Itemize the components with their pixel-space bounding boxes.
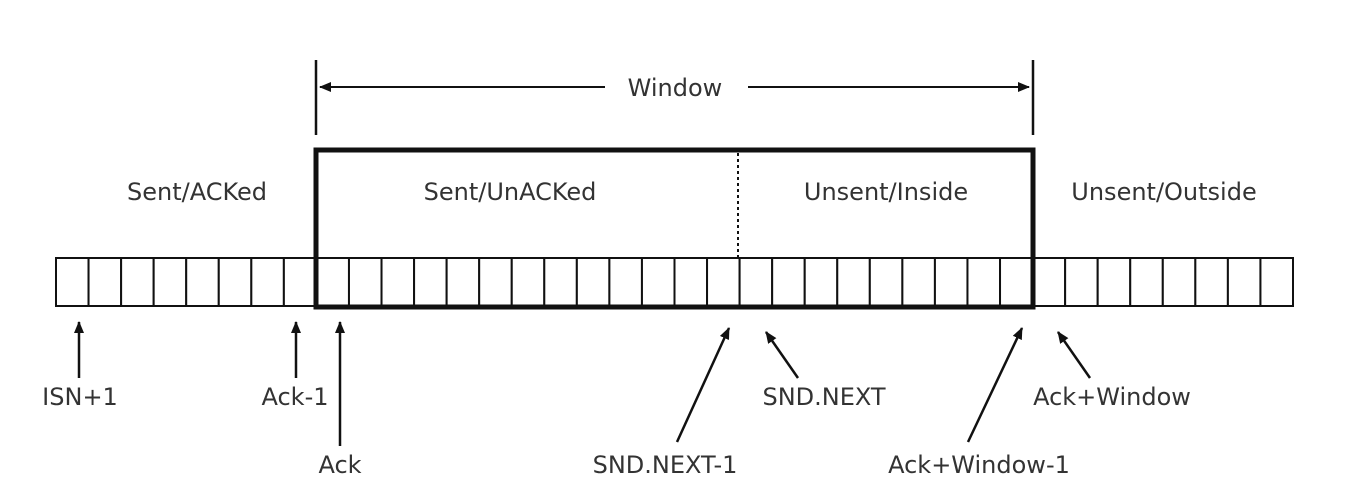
sequence-cell	[1129, 257, 1164, 307]
ack-window-minus-1-label: Ack+Window-1	[888, 451, 1070, 479]
window-label: Window	[628, 74, 723, 102]
snd-next-arrow	[764, 331, 800, 379]
sequence-cell	[510, 257, 546, 307]
sequence-cell	[1161, 257, 1197, 307]
sequence-cell	[1064, 257, 1099, 307]
sequence-cell	[706, 257, 741, 307]
sequence-cell	[868, 257, 904, 307]
sequence-cell	[250, 257, 285, 307]
sequence-cell	[966, 257, 1002, 307]
sequence-cell	[738, 257, 774, 307]
ack-minus-1-label: Ack-1	[261, 383, 328, 411]
sequence-cell	[999, 257, 1034, 307]
pointer-arrows	[74, 321, 1092, 446]
sequence-cell	[1259, 257, 1294, 307]
region-sent-acked: Sent/ACKed	[127, 178, 267, 206]
sequence-cell	[478, 257, 513, 307]
sequence-cell	[803, 257, 839, 307]
sequence-cell	[1194, 257, 1229, 307]
sequence-cell	[152, 257, 188, 307]
sequence-cell	[1226, 257, 1262, 307]
pointer-labels: ISN+1 Ack-1 Ack SND.NEXT-1 SND.NEXT Ack+…	[42, 383, 1191, 479]
sequence-cell	[185, 257, 220, 307]
region-unsent-outside: Unsent/Outside	[1071, 178, 1256, 206]
region-unsent-inside: Unsent/Inside	[804, 178, 968, 206]
region-labels: Sent/ACKed Sent/UnACKed Unsent/Inside Un…	[127, 178, 1257, 206]
ack-window-arrow	[1056, 331, 1092, 379]
sequence-cell	[87, 257, 123, 307]
sequence-cell	[673, 257, 709, 307]
sequence-cell	[543, 257, 578, 307]
sequence-cell	[217, 257, 253, 307]
sequence-cell	[445, 257, 481, 307]
sequence-cell	[1031, 257, 1067, 307]
window-span: Window	[314, 60, 1035, 135]
snd-next-label: SND.NEXT	[762, 383, 885, 411]
ack-label: Ack	[318, 451, 361, 479]
sequence-cell	[933, 257, 969, 307]
sequence-cell	[413, 257, 448, 307]
isn-plus-1-label: ISN+1	[42, 383, 118, 411]
sequence-cell	[1096, 257, 1132, 307]
region-sent-unacked: Sent/UnACKed	[424, 178, 597, 206]
sequence-cell	[347, 257, 383, 307]
sequence-cell	[608, 257, 643, 307]
sequence-cell	[901, 257, 936, 307]
window-box	[313, 147, 1036, 310]
snd-next-minus-1-arrow	[675, 327, 731, 443]
sequence-cell	[55, 257, 90, 307]
ack-window-minus-1-arrow	[966, 327, 1024, 443]
sequence-cell	[575, 257, 611, 307]
ack-window-label: Ack+Window	[1033, 383, 1191, 411]
sequence-cell	[380, 257, 416, 307]
sequence-cells	[55, 257, 1294, 307]
sequence-cell	[771, 257, 806, 307]
snd-next-minus-1-label: SND.NEXT-1	[593, 451, 738, 479]
sequence-cell	[120, 257, 155, 307]
sequence-cell	[640, 257, 676, 307]
sequence-cell	[282, 257, 318, 307]
sequence-cell	[315, 257, 350, 307]
sequence-cell	[836, 257, 871, 307]
